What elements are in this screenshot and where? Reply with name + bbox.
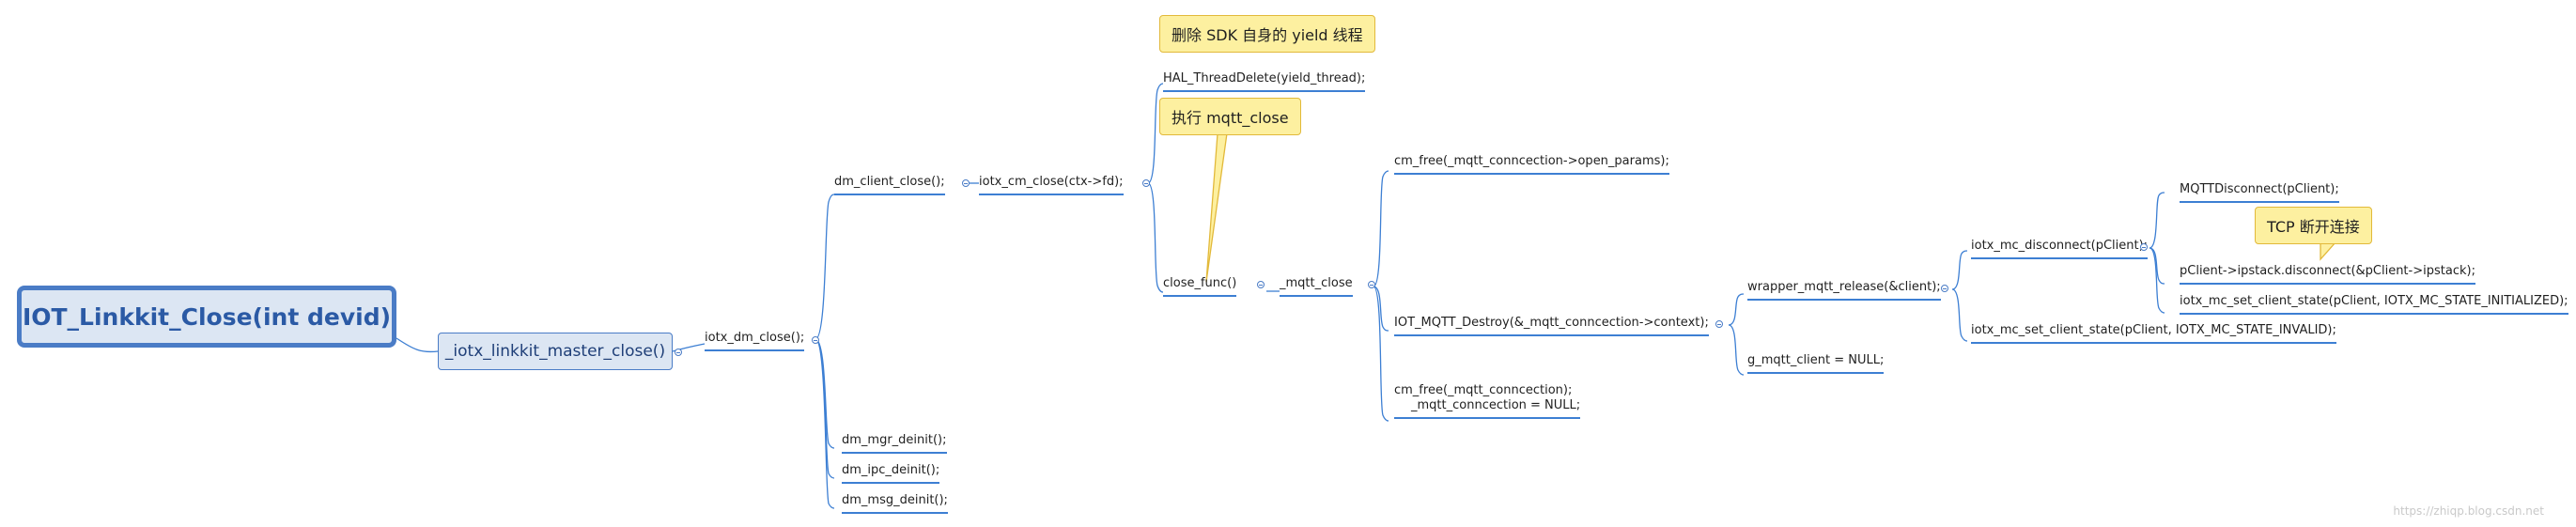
collapse-icon[interactable] [1142,179,1150,187]
collapse-icon[interactable] [1368,281,1375,288]
collapse-icon[interactable] [1257,281,1265,288]
node-ipstack-disconnect[interactable]: pClient->ipstack.disconnect(&pClient->ip… [2180,264,2475,285]
callout-tcp-disconnect[interactable]: TCP 断开连接 [2255,207,2372,244]
watermark: https://zhiqp.blog.csdn.net [2393,504,2544,518]
collapse-icon[interactable] [2140,243,2148,251]
cm-free-connection-line1: cm_free(_mqtt_conncection); [1394,383,1573,397]
node-mqtt-close[interactable]: _mqtt_close [1280,276,1353,297]
node-mqtt-disconnect[interactable]: MQTTDisconnect(pClient); [2180,182,2339,203]
collapse-icon[interactable] [675,349,682,356]
collapse-icon[interactable] [1941,285,1948,292]
node-wrapper-mqtt-release[interactable]: wrapper_mqtt_release(&client); [1747,280,1941,301]
node-close-func[interactable]: close_func() [1163,276,1237,297]
cm-free-connection-line2: _mqtt_conncection = NULL; [1411,398,1581,412]
root-topic[interactable]: IOT_Linkkit_Close(int devid) [17,286,396,348]
node-iot-mqtt-destroy[interactable]: IOT_MQTT_Destroy(&_mqtt_conncection->con… [1394,316,1709,336]
node-iotx-cm-close[interactable]: iotx_cm_close(ctx->fd); [979,175,1124,195]
node-dm-client-close[interactable]: dm_client_close(); [834,175,945,195]
node-dm-mgr-deinit[interactable]: dm_mgr_deinit(); [842,433,947,454]
node-g-mqtt-client-null[interactable]: g_mqtt_client = NULL; [1747,353,1885,374]
node-iotx-mc-set-state-initialized[interactable]: iotx_mc_set_client_state(pClient, IOTX_M… [2180,294,2568,315]
master-close-topic[interactable]: _iotx_linkkit_master_close() [438,333,673,370]
node-dm-ipc-deinit[interactable]: dm_ipc_deinit(); [842,463,940,484]
node-dm-msg-deinit[interactable]: dm_msg_deinit(); [842,493,948,514]
node-cm-free-open-params[interactable]: cm_free(_mqtt_conncection->open_params); [1394,154,1669,175]
collapse-icon[interactable] [1715,320,1723,328]
node-iotx-dm-close[interactable]: iotx_dm_close(); [705,331,805,351]
node-iotx-mc-disconnect[interactable]: iotx_mc_disconnect(pClient); [1971,239,2149,259]
node-iotx-mc-set-state-invalid[interactable]: iotx_mc_set_client_state(pClient, IOTX_M… [1971,323,2336,344]
node-hal-thread-delete[interactable]: HAL_ThreadDelete(yield_thread); [1163,71,1366,92]
collapse-icon[interactable] [962,179,970,187]
node-cm-free-connection[interactable]: cm_free(_mqtt_conncection); _mqtt_connce… [1394,383,1581,419]
callout-delete-yield-thread[interactable]: 删除 SDK 自身的 yield 线程 [1159,15,1375,53]
collapse-icon[interactable] [812,336,819,344]
callout-exec-mqtt-close[interactable]: 执行 mqtt_close [1159,98,1301,135]
